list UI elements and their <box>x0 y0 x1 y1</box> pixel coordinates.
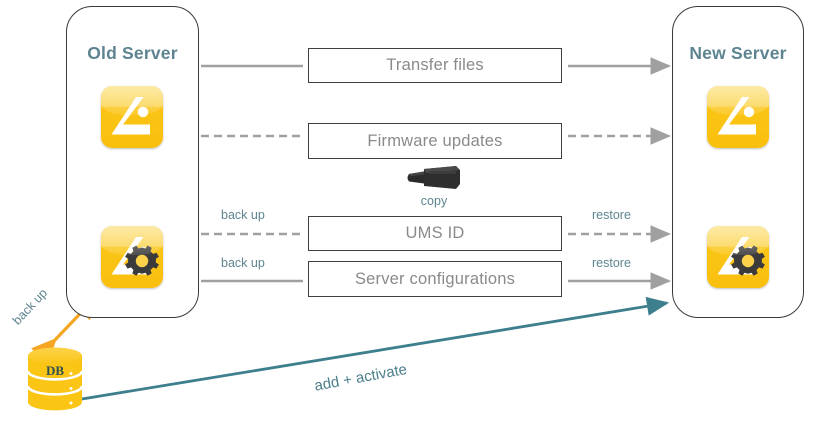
label-backup-ums-id: back up <box>221 208 265 222</box>
label-restore-server-configurations: restore <box>592 256 631 270</box>
label-backup-database: back up <box>10 285 51 328</box>
new-server-config-icon <box>707 226 769 288</box>
box-server-configurations[interactable]: Server configurations <box>308 261 562 297</box>
label-restore-ums-id: restore <box>592 208 631 222</box>
usb-copy-label: copy <box>420 194 448 208</box>
label-backup-server-configurations: back up <box>221 256 265 270</box>
gear-icon <box>731 245 765 276</box>
old-server-config-icon <box>101 226 163 288</box>
new-server-app-icon <box>707 86 769 148</box>
box-ums-id[interactable]: UMS ID <box>308 216 562 251</box>
label-add-activate: add + activate <box>313 360 409 395</box>
usb-stick-icon <box>406 165 462 196</box>
old-server-app-icon <box>101 86 163 148</box>
gear-icon <box>125 245 159 276</box>
panel-old-server-title: Old Server <box>87 43 178 63</box>
database-label: DB <box>45 363 65 378</box>
box-firmware-updates[interactable]: Firmware updates <box>308 123 562 159</box>
database-icon: DB <box>26 347 84 411</box>
panel-new-server-title: New Server <box>689 43 787 63</box>
box-transfer-files[interactable]: Transfer files <box>308 48 562 83</box>
